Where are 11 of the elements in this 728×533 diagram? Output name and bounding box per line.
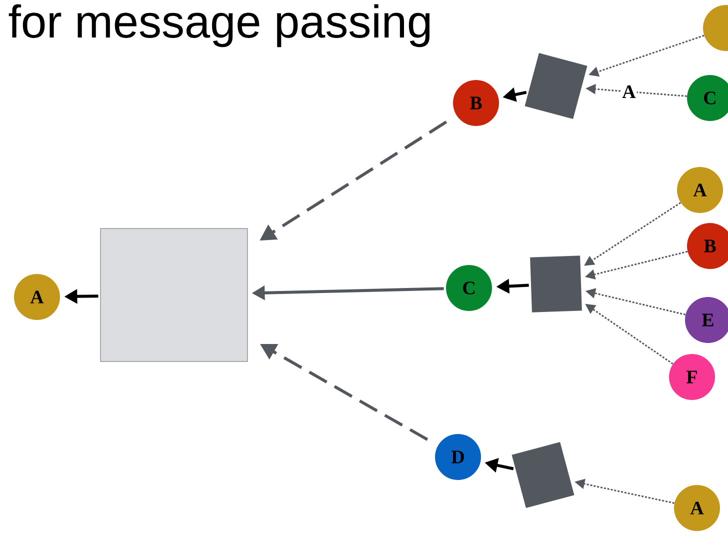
circle-node: A xyxy=(677,167,723,213)
circle-node: A xyxy=(674,485,720,531)
circle-node: A xyxy=(14,274,60,320)
circle-node: B xyxy=(453,80,499,126)
circle-node: F xyxy=(669,354,715,400)
factor-square xyxy=(530,256,582,312)
process-box xyxy=(100,228,248,362)
title: for message passing xyxy=(8,4,430,48)
edge-label: A xyxy=(622,85,636,98)
circle-node: C xyxy=(446,265,492,311)
circle-node: D xyxy=(435,434,481,480)
